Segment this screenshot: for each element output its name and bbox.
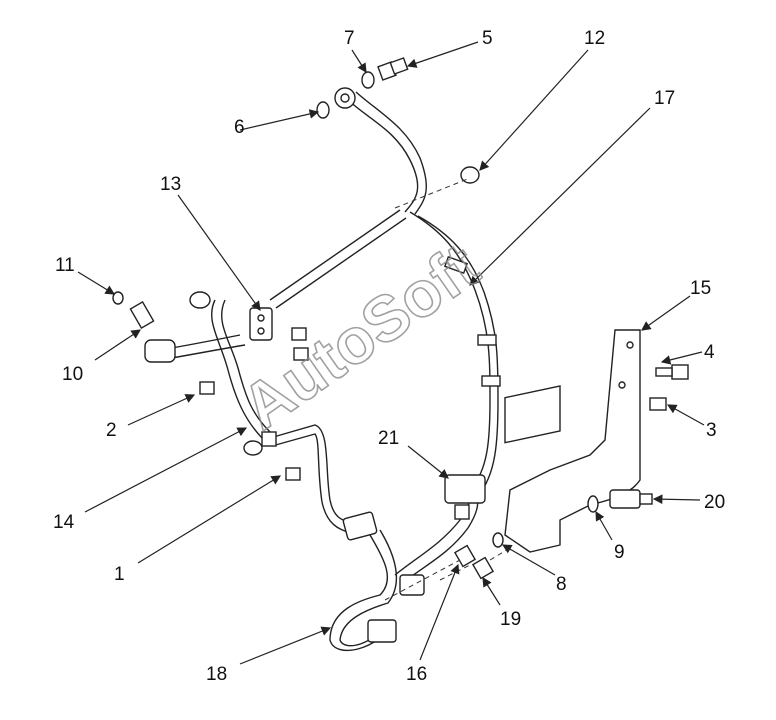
callout-10: 10 bbox=[62, 364, 83, 385]
connector-18 bbox=[342, 511, 425, 643]
callout-6: 6 bbox=[234, 117, 245, 138]
washer-8 bbox=[492, 532, 504, 548]
sensor-20 bbox=[609, 489, 653, 509]
callout-4: 4 bbox=[704, 342, 715, 363]
callout-15: 15 bbox=[690, 278, 711, 299]
connector-block-13 bbox=[249, 307, 273, 341]
banjo-bolt-5 bbox=[377, 57, 409, 81]
callout-13: 13 bbox=[160, 174, 181, 195]
callout-9: 9 bbox=[614, 542, 625, 563]
callout-1: 1 bbox=[114, 564, 125, 585]
callout-12: 12 bbox=[584, 28, 605, 49]
callout-5: 5 bbox=[482, 28, 493, 49]
washer-11 bbox=[112, 291, 124, 305]
clamp-14 bbox=[243, 431, 277, 456]
clip-12 bbox=[460, 166, 480, 184]
callout-labels: 1 2 3 4 5 6 7 8 9 10 11 12 13 14 15 16 1… bbox=[53, 28, 725, 685]
callout-21: 21 bbox=[378, 428, 399, 449]
callout-3: 3 bbox=[706, 420, 717, 441]
washer-7 bbox=[361, 71, 375, 89]
oring-9 bbox=[587, 495, 599, 513]
callout-11: 11 bbox=[55, 255, 75, 276]
bolt-1 bbox=[285, 467, 301, 481]
callout-14: 14 bbox=[53, 512, 75, 533]
callout-19: 19 bbox=[500, 609, 521, 630]
callout-18: 18 bbox=[206, 664, 227, 685]
callout-7: 7 bbox=[344, 28, 355, 49]
washer-6 bbox=[316, 101, 330, 119]
fitting-6 bbox=[334, 87, 356, 109]
connector-21 bbox=[444, 474, 486, 520]
callout-17: 17 bbox=[654, 88, 675, 109]
bolt-3 bbox=[649, 397, 667, 411]
bracket-15 bbox=[504, 329, 641, 553]
bolts-13 bbox=[291, 327, 309, 361]
sensor-16 bbox=[453, 544, 477, 568]
fitting-10 bbox=[129, 291, 211, 363]
callout-16: 16 bbox=[406, 664, 427, 685]
bolt-4 bbox=[655, 364, 689, 380]
clip-17 bbox=[443, 255, 501, 387]
sensor-19 bbox=[471, 556, 495, 580]
callout-8: 8 bbox=[556, 574, 567, 595]
bolt-2 bbox=[199, 381, 215, 395]
callout-20: 20 bbox=[704, 492, 725, 513]
leader-lines bbox=[77, 41, 705, 665]
callout-2: 2 bbox=[106, 420, 117, 441]
